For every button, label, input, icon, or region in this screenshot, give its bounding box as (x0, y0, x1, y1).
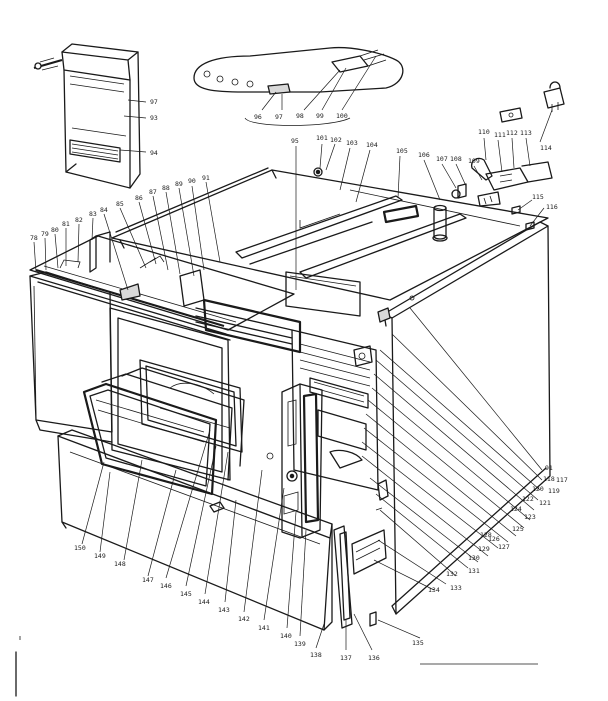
callout-95: 95 (291, 137, 299, 145)
callout-97-a: 97 (150, 98, 158, 106)
callout-133: 133 (450, 584, 462, 592)
callout-91-top: 91 (202, 174, 210, 182)
front-trim-strip (333, 525, 387, 629)
callout-91-right: 91 (545, 464, 553, 472)
front-control-panel (29, 231, 295, 341)
callout-87: 87 (149, 188, 157, 196)
callout-148: 148 (114, 560, 126, 568)
callout-120: 120 (532, 485, 544, 493)
controls-switches (313, 81, 565, 231)
callout-128: 128 (480, 531, 492, 539)
callout-122: 122 (522, 495, 534, 503)
callout-143: 143 (218, 606, 230, 614)
callout-130: 130 (468, 554, 480, 562)
callout-96: 96 (254, 113, 262, 121)
callout-139: 139 (294, 640, 306, 648)
inset-oven-liner-assembly (33, 43, 141, 189)
callout-111: 111 (494, 131, 506, 139)
callout-99: 99 (316, 112, 324, 120)
callout-126: 126 (488, 535, 500, 543)
callout-121: 121 (539, 499, 551, 507)
callout-81: 81 (62, 220, 70, 228)
callout-117: 117 (556, 476, 568, 484)
callout-134: 134 (428, 586, 440, 594)
inset-top-plate (193, 46, 404, 126)
callout-129: 129 (478, 545, 490, 553)
callout-142: 142 (238, 615, 250, 623)
callout-100: 100 (336, 112, 348, 120)
callout-80: 80 (51, 226, 59, 234)
callout-78: 78 (30, 234, 38, 242)
callout-82: 82 (75, 216, 83, 224)
callout-150: 150 (74, 544, 86, 552)
storage-drawer-front (57, 429, 333, 631)
callout-106: 106 (418, 151, 430, 159)
callout-144: 144 (198, 598, 210, 606)
callout-103: 103 (346, 139, 358, 147)
right-side-panel (377, 221, 551, 615)
callout-88: 88 (162, 184, 170, 192)
callout-137: 137 (340, 654, 352, 662)
callout-104: 104 (366, 141, 378, 149)
callout-146: 146 (160, 582, 172, 590)
callout-93: 93 (150, 114, 158, 122)
callout-109: 109 (468, 157, 480, 165)
leader-lines (33, 55, 553, 651)
left-side-panel (29, 271, 113, 443)
callout-110: 110 (478, 128, 490, 136)
callout-124: 124 (510, 505, 522, 513)
callout-84: 84 (100, 206, 108, 214)
callout-89: 89 (175, 180, 183, 188)
callout-86: 86 (135, 194, 143, 202)
callout-135: 135 (412, 639, 424, 647)
callout-97-b: 97 (275, 113, 283, 121)
callout-147: 147 (142, 576, 154, 584)
callout-123: 123 (524, 513, 536, 521)
callout-90: 90 (188, 177, 196, 185)
callout-138: 138 (310, 651, 322, 659)
callout-141: 141 (258, 624, 270, 632)
callout-79: 79 (41, 230, 49, 238)
callout-116: 116 (546, 203, 558, 211)
callout-140: 140 (280, 632, 292, 640)
callout-113: 113 (520, 129, 532, 137)
callout-labels: 97 93 94 96 97 98 99 100 95 101 102 103 … (30, 98, 568, 662)
callout-85: 85 (116, 200, 124, 208)
callout-98: 98 (296, 112, 304, 120)
callout-149: 149 (94, 552, 106, 560)
callout-132: 132 (446, 570, 458, 578)
callout-102: 102 (330, 136, 342, 144)
callout-112: 112 (506, 129, 518, 137)
callout-94: 94 (150, 149, 158, 157)
callout-114: 114 (540, 144, 552, 152)
cabinet-top-frame (111, 167, 549, 317)
callout-107: 107 (436, 155, 448, 163)
callout-83: 83 (89, 210, 97, 218)
callout-119: 119 (548, 487, 560, 495)
callout-136: 136 (368, 654, 380, 662)
callout-105: 105 (396, 147, 408, 155)
callout-127: 127 (498, 543, 510, 551)
oven-door-side-panel (266, 383, 323, 539)
callout-115: 115 (532, 193, 544, 201)
callout-118: 118 (543, 475, 555, 483)
callout-101: 101 (316, 134, 328, 142)
callout-108: 108 (450, 155, 462, 163)
callout-145: 145 (180, 590, 192, 598)
callout-125: 125 (512, 525, 524, 533)
callout-131: 131 (468, 567, 480, 575)
